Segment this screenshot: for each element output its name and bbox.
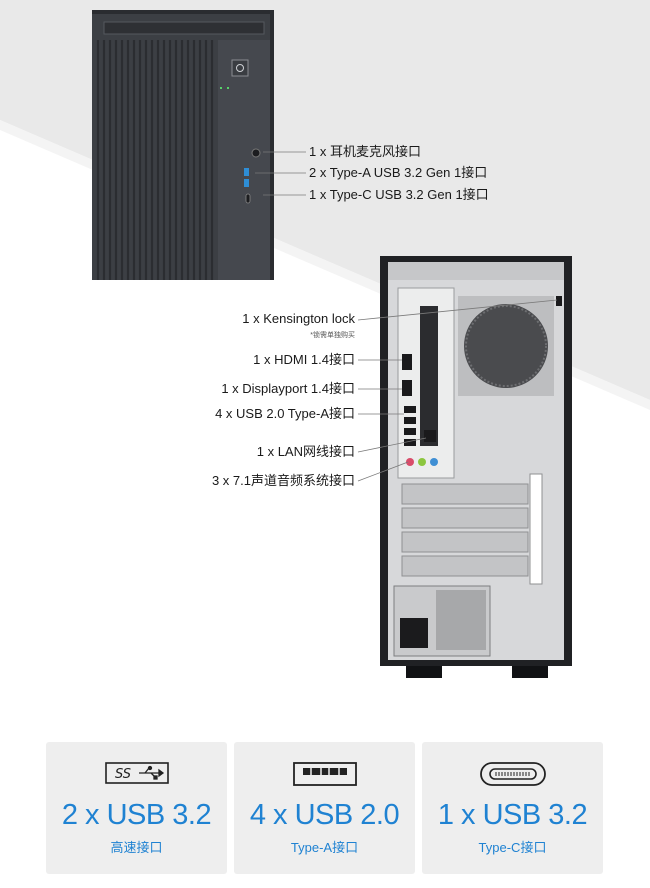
front-port-label-audio: 1 x 耳机麦克风接口 bbox=[309, 144, 421, 159]
kensington-note: *锁需单独购买 bbox=[310, 332, 355, 339]
rear-port-label-kensington: 1 x Kensington lock bbox=[242, 311, 355, 326]
svg-text:SS: SS bbox=[115, 767, 131, 782]
usb-type-c-icon bbox=[479, 762, 546, 786]
pc-rear-view bbox=[380, 256, 572, 678]
rear-port-label-displayport: 1 x Displayport 1.4接口 bbox=[221, 381, 355, 396]
rear-port-label-hdmi: 1 x HDMI 1.4接口 bbox=[253, 352, 355, 367]
rear-port-label-usb2: 4 x USB 2.0 Type-A接口 bbox=[215, 406, 355, 421]
card-usb20-type-a: 4 x USB 2.0 Type-A接口 bbox=[234, 742, 415, 874]
feature-cards: SS 2 x USB 3.2 高速接口 4 x USB 2.0 Type-A接口 bbox=[46, 742, 604, 874]
card-title: 1 x USB 3.2 bbox=[437, 799, 588, 831]
card-usb32-highspeed: SS 2 x USB 3.2 高速接口 bbox=[46, 742, 227, 874]
front-port-label-usb-c: 1 x Type-C USB 3.2 Gen 1接口 bbox=[309, 187, 489, 202]
card-title: 2 x USB 3.2 bbox=[61, 799, 212, 831]
front-port-label-usb-a: 2 x Type-A USB 3.2 Gen 1接口 bbox=[309, 165, 488, 180]
pc-front-view bbox=[92, 10, 274, 280]
rear-port-label-audio: 3 x 7.1声道音频系统接口 bbox=[211, 473, 355, 488]
usb-superspeed-icon: SS bbox=[104, 762, 169, 784]
card-subtitle: Type-C接口 bbox=[478, 840, 547, 855]
card-subtitle: 高速接口 bbox=[110, 840, 163, 855]
card-usb32-type-c: 1 x USB 3.2 Type-C接口 bbox=[422, 742, 603, 874]
card-subtitle: Type-A接口 bbox=[290, 840, 359, 855]
rear-port-label-lan: 1 x LAN网线接口 bbox=[256, 444, 355, 459]
usb-type-a-icon bbox=[292, 762, 357, 786]
card-title: 4 x USB 2.0 bbox=[249, 799, 400, 831]
